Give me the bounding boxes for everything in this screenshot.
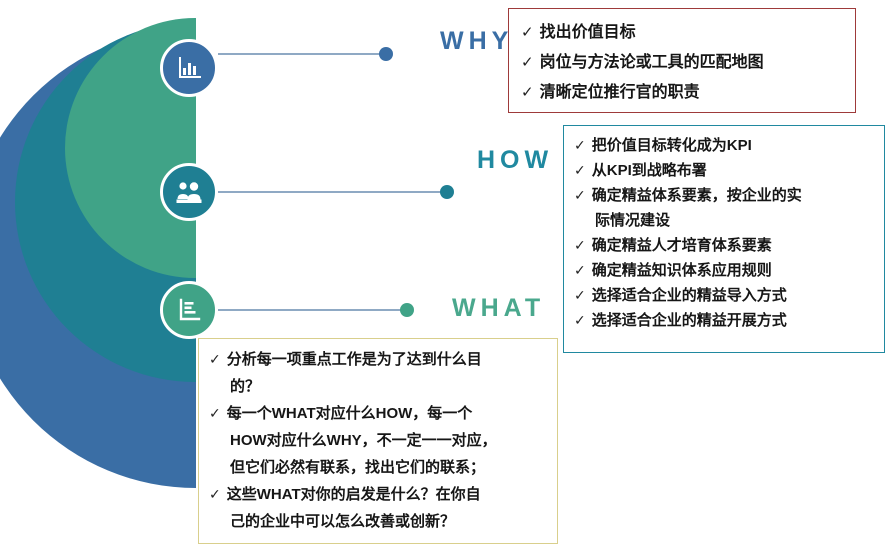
list-item: ✓ 每一个WHAT对应什么HOW，每一个	[209, 400, 549, 427]
check-icon: ✓	[574, 287, 586, 303]
list-item-text: 清晰定位推行官的职责	[539, 84, 700, 101]
bar-chart-axis-icon	[176, 296, 202, 324]
list-item-text: 找出价值目标	[539, 24, 636, 41]
list-item: ✓ 确定精益体系要素，按企业的实	[574, 183, 876, 208]
step-icon-how[interactable]	[160, 163, 218, 221]
list-item-text: 确定精益人才培育体系要素	[591, 237, 772, 254]
list-item: ✓ 选择适合企业的精益导入方式	[574, 283, 876, 308]
list-item: ✓ 确定精益知识体系应用规则	[574, 258, 876, 283]
list-item: ✓ 确定精益人才培育体系要素	[574, 233, 876, 258]
list-item: ✓ 从KPI到战略布署	[574, 158, 876, 183]
list-item-continuation: 际情况建设	[595, 212, 671, 229]
check-icon: ✓	[574, 187, 586, 203]
check-icon: ✓	[574, 137, 586, 153]
connector-dot-what	[400, 303, 414, 317]
list-item-text: 岗位与方法论或工具的匹配地图	[539, 54, 764, 71]
check-icon: ✓	[574, 312, 586, 328]
list-item-text: 从KPI到战略布署	[591, 162, 707, 179]
connector-line-what	[218, 309, 404, 311]
check-icon: ✓	[574, 262, 586, 278]
connector-line-why	[218, 53, 384, 55]
step-label-how: HOW	[477, 146, 554, 174]
check-icon: ✓	[209, 486, 221, 502]
check-icon: ✓	[521, 54, 534, 71]
check-icon: ✓	[209, 351, 221, 367]
list-item-text: 分析每一项重点工作是为了达到什么目	[226, 351, 482, 368]
list-item-text: 确定精益体系要素，按企业的实	[591, 187, 802, 204]
list-item: ✓ 分析每一项重点工作是为了达到什么目	[209, 346, 549, 373]
step-icon-what[interactable]	[160, 281, 218, 339]
step-label-why: WHY	[440, 27, 514, 55]
check-icon: ✓	[521, 24, 534, 41]
check-icon: ✓	[209, 405, 221, 421]
list-item-continuation: HOW对应什么WHY，不一定一一对应， 但它们必然有联系，找出它们的联系；	[230, 432, 497, 476]
semicircle-flat-edge-mask	[196, 0, 200, 544]
step-label-what: WHAT	[452, 294, 546, 322]
connector-dot-how	[440, 185, 454, 199]
list-item-text: 选择适合企业的精益导入方式	[591, 287, 787, 304]
team-people-icon	[174, 178, 204, 206]
list-item-text: 确定精益知识体系应用规则	[591, 262, 772, 279]
how-content-box: ✓ 把价值目标转化成为KPI ✓ 从KPI到战略布署 ✓ 确定精益体系要素，按企…	[563, 125, 885, 353]
list-item-continuation: 的？	[230, 378, 261, 395]
check-icon: ✓	[574, 237, 586, 253]
list-item: ✓ 选择适合企业的精益开展方式	[574, 308, 876, 333]
connector-line-how	[218, 191, 444, 193]
list-item-text: 这些WHAT对你的启发是什么？在你自	[226, 486, 481, 503]
list-item-text: 把价值目标转化成为KPI	[591, 137, 752, 154]
list-item: ✓ 这些WHAT对你的启发是什么？在你自	[209, 481, 549, 508]
list-item: ✓ 岗位与方法论或工具的匹配地图	[521, 48, 845, 78]
list-item: ✓ 清晰定位推行官的职责	[521, 78, 845, 108]
what-content-box: ✓ 分析每一项重点工作是为了达到什么目 的？ ✓ 每一个WHAT对应什么HOW，…	[198, 338, 558, 544]
list-item-text: 每一个WHAT对应什么HOW，每一个	[226, 405, 473, 422]
list-item-text: 选择适合企业的精益开展方式	[591, 312, 787, 329]
list-item: ✓ 找出价值目标	[521, 18, 845, 48]
connector-dot-why	[379, 47, 393, 61]
step-icon-why[interactable]	[160, 39, 218, 97]
why-content-box: ✓ 找出价值目标 ✓ 岗位与方法论或工具的匹配地图 ✓ 清晰定位推行官的职责	[508, 8, 856, 113]
check-icon: ✓	[521, 84, 534, 101]
list-item: ✓ 把价值目标转化成为KPI	[574, 133, 876, 158]
bar-chart-icon	[175, 54, 203, 82]
check-icon: ✓	[574, 162, 586, 178]
list-item-continuation: 己的企业中可以怎么改善或创新？	[230, 513, 456, 530]
